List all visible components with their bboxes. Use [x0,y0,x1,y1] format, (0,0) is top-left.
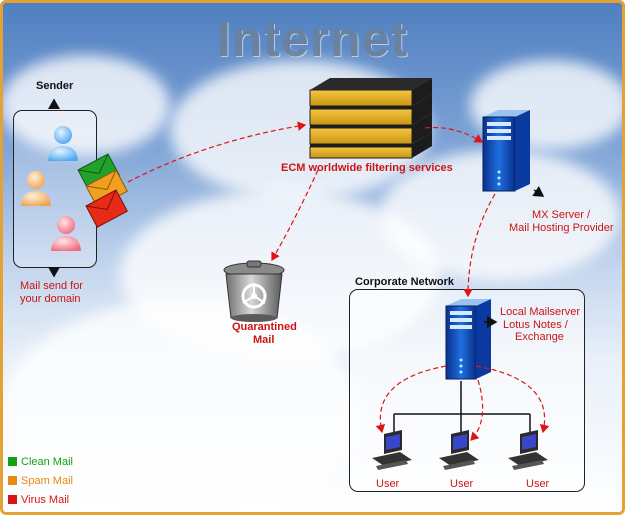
filtering-server-rack-icon [309,78,432,159]
flow-to-user-2 [470,379,484,441]
flow-to-user-1 [375,365,447,434]
local-server-label-line3: Exchange [515,331,564,343]
sender-person-orange-icon [21,171,51,206]
legend-spam: Spam Mail [8,475,73,487]
mx-label-line1: MX Server / [532,209,591,221]
envelope-stack-icon [77,153,128,228]
local-mailserver-icon [445,299,491,380]
cloud [0,300,360,515]
legend-swatch-clean [8,457,17,466]
corporate-network-label: Corporate Network [355,276,455,288]
sender-person-pink-icon [51,216,81,251]
user-label-2: User [450,478,474,490]
flow-mx-to-local-server [463,193,496,298]
flow-filtering-to-mx [424,126,484,143]
user-workstation-icon [439,430,479,470]
lan-wiring [393,381,531,436]
user-label-3: User [526,478,550,490]
flow-to-user-3 [475,365,550,434]
mx-server-icon [482,110,530,192]
flow-sender-to-filtering [127,121,307,183]
legend-virus: Virus Mail [8,494,69,506]
local-server-label-line1: Local Mailserver [500,306,581,318]
mx-out-arrow [532,186,545,197]
filtering-label: ECM worldwide filtering services [281,162,453,174]
quarantine-label-line1: Quarantined [232,321,297,333]
legend-clean: Clean Mail [8,456,73,468]
flow-filtering-to-quarantine [271,169,319,262]
sender-caption-line2: your domain [20,293,81,305]
legend-swatch-spam [8,476,17,485]
local-server-label-line2: Lotus Notes / [503,319,568,331]
user-workstation-icon [372,430,412,470]
biohazard-bin-icon [223,260,285,322]
sender-label: Sender [36,80,74,92]
user-workstation-icon [508,430,548,470]
user-label-1: User [376,478,400,490]
mx-label-line2: Mail Hosting Provider [509,222,614,234]
sender-caption-line1: Mail send for [20,280,83,292]
sender-person-blue-icon [48,126,78,161]
quarantine-label-line2: Mail [253,334,275,346]
legend-swatch-virus [8,495,17,504]
diagram-title: Internet [216,11,409,67]
cloud [0,55,170,155]
